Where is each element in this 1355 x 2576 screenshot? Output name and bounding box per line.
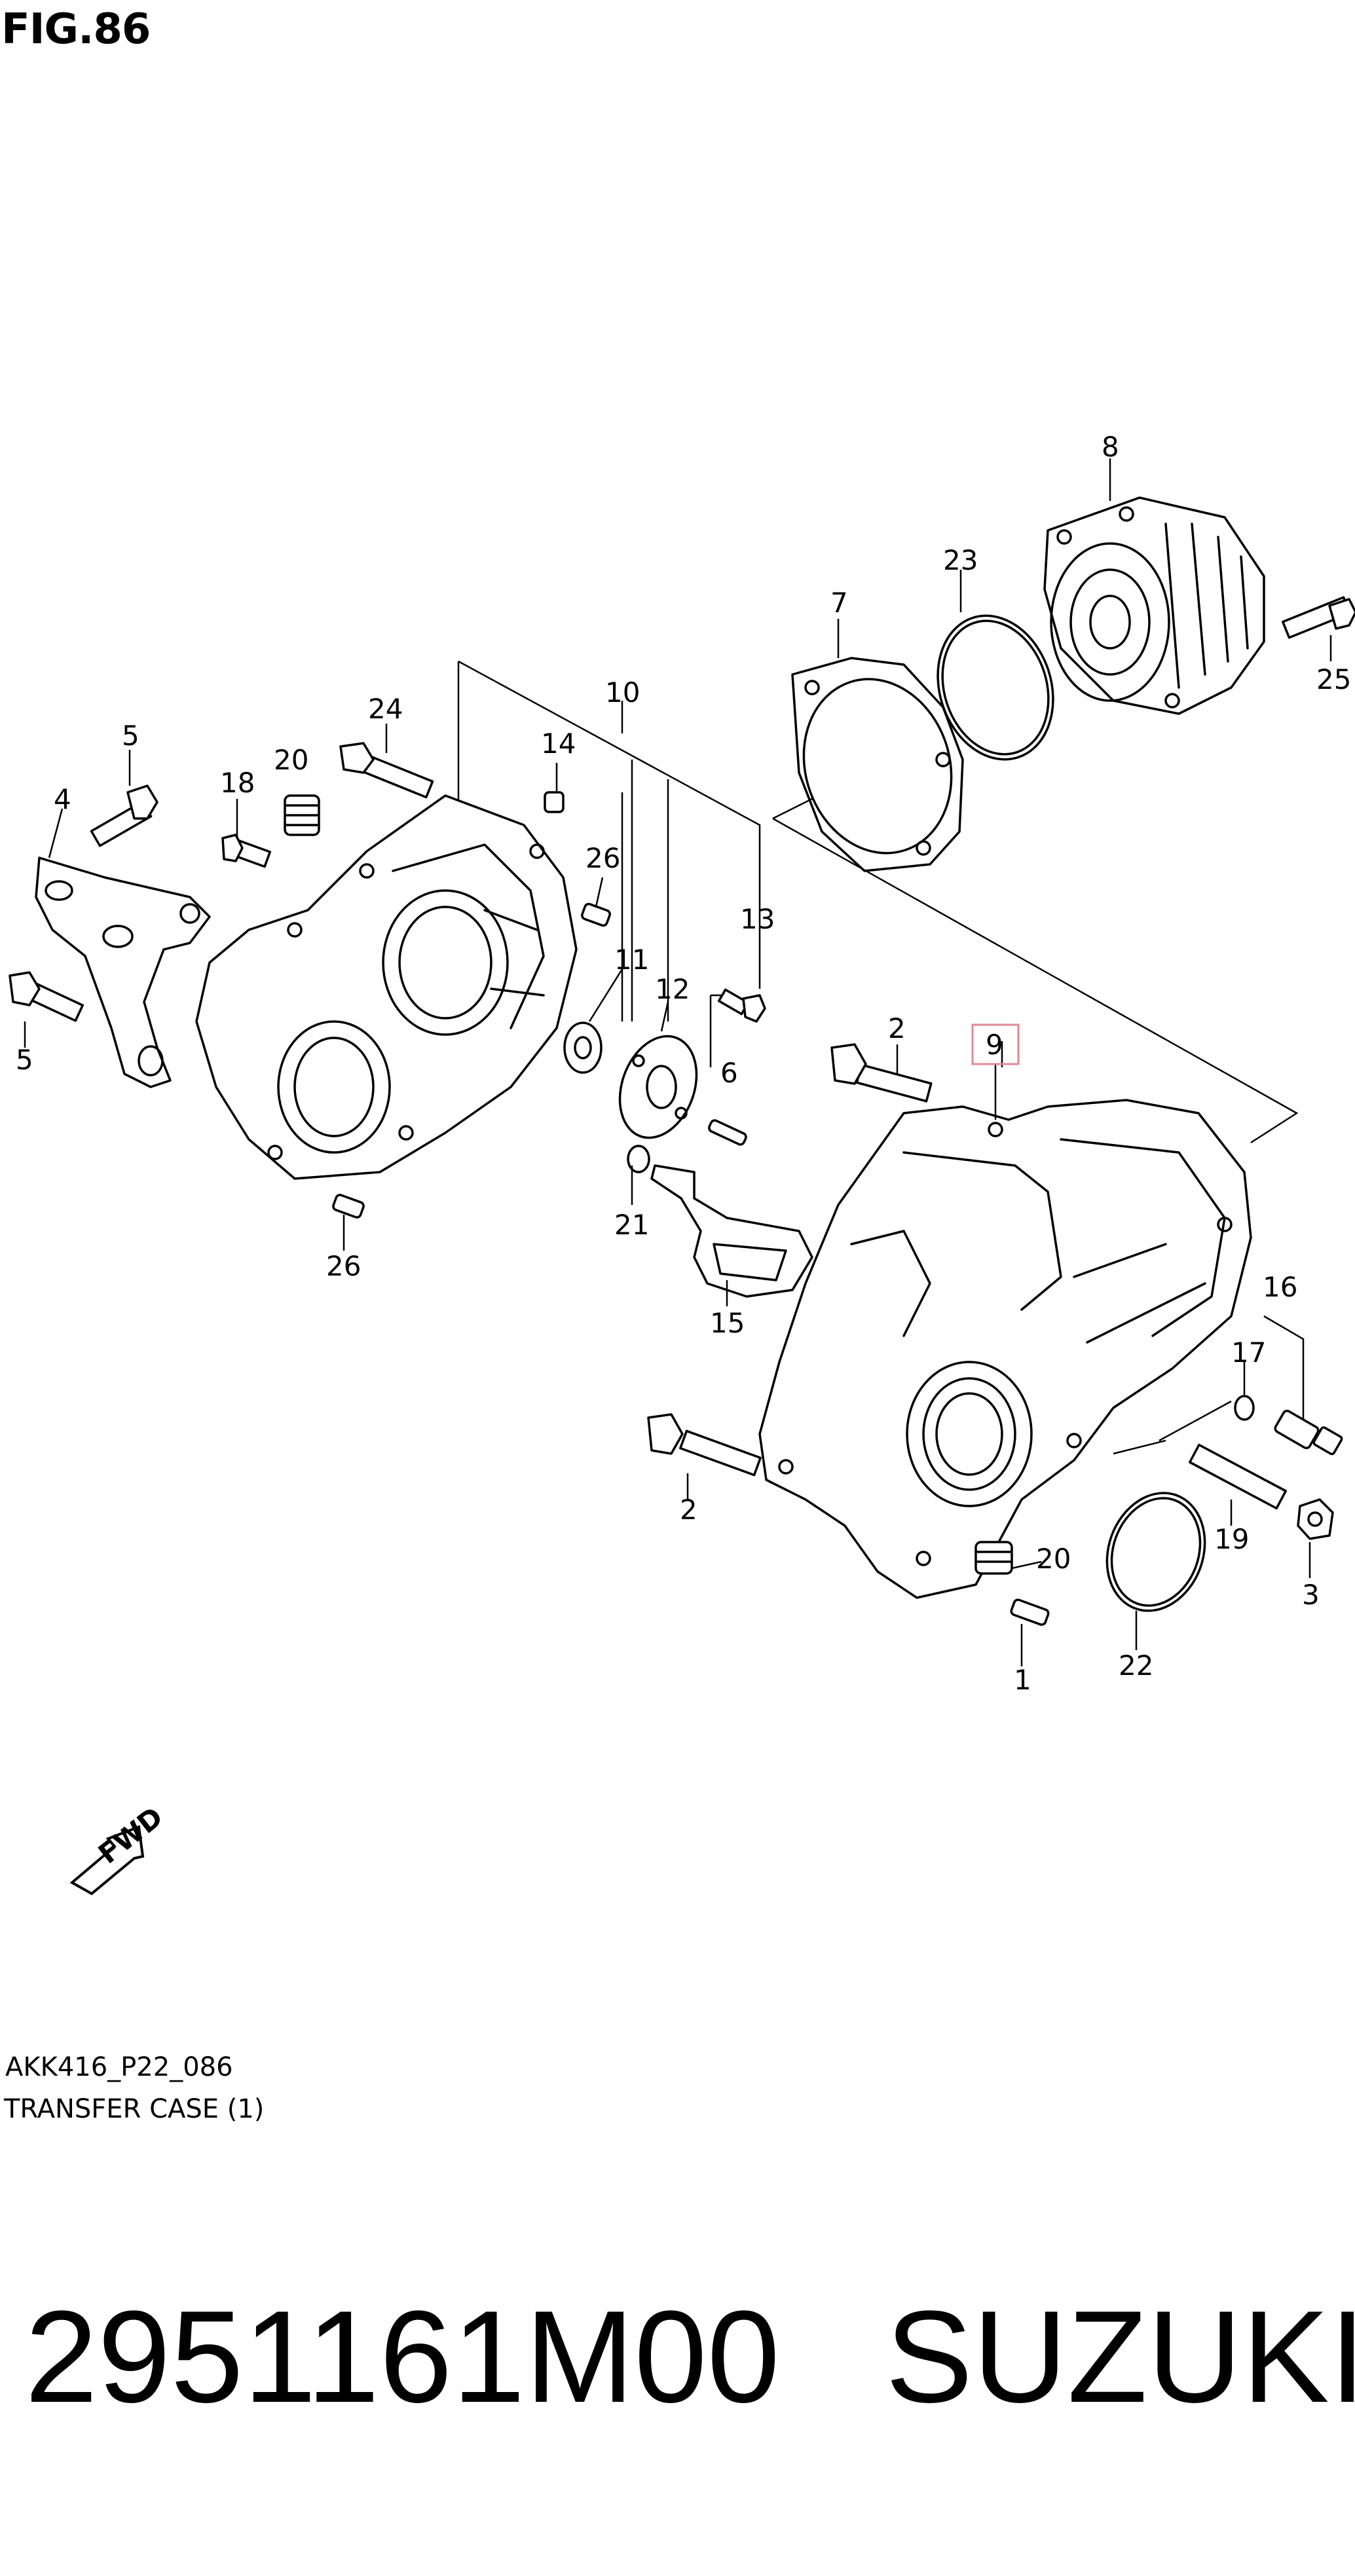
callout-13: 13 (740, 903, 775, 935)
leader-lines (24, 458, 1332, 1666)
callout-2-upper: 2 (888, 1012, 906, 1044)
part-22-o-ring-inner (1110, 1497, 1202, 1607)
part-1-pin (1010, 1598, 1050, 1626)
callout-15: 15 (710, 1307, 745, 1339)
callout-9: 9 (986, 1029, 1003, 1061)
callout-2-lower: 2 (680, 1494, 697, 1526)
callout-26-upper: 26 (585, 842, 620, 874)
part-7-gasket (791, 657, 964, 872)
part-9-transfer-case-housing (758, 1099, 1252, 1599)
callout-14: 14 (541, 727, 576, 760)
part-3-nut (1297, 1498, 1334, 1540)
callout-4: 4 (54, 783, 71, 815)
callout-7: 7 (830, 587, 848, 619)
callout-24: 24 (368, 693, 403, 725)
transfer-case-left-half (195, 794, 578, 1180)
part-17-washer (1234, 1395, 1255, 1421)
part-25-bolt (1282, 596, 1355, 639)
callout-1: 1 (1014, 1664, 1031, 1696)
assembly-lines (457, 660, 1305, 1455)
callout-21: 21 (614, 1209, 649, 1241)
part-16-sensor (1274, 1409, 1343, 1456)
part-4-bracket (35, 856, 211, 1088)
part-8-rear-cover (1043, 496, 1265, 715)
part-2-bolt-upper (830, 1043, 933, 1103)
part-14-pin (544, 791, 565, 813)
callout-labels: 5 4 5 18 20 24 14 10 26 13 11 12 6 21 15… (16, 431, 1351, 1696)
diagram-code: AKK416_P22_086 (5, 2052, 233, 2082)
callout-25: 25 (1316, 663, 1351, 695)
callout-19: 19 (1214, 1523, 1249, 1555)
part-21-o-ring (627, 1145, 650, 1173)
part-2-bolt-lower (647, 1413, 762, 1477)
callout-23: 23 (943, 544, 978, 576)
brand-name: SUZUKI (885, 2284, 1355, 2430)
part-12-oil-pump (618, 1035, 698, 1139)
callout-6: 6 (720, 1057, 738, 1089)
callout-12: 12 (655, 973, 690, 1005)
callout-22: 22 (1119, 1649, 1153, 1682)
figure-title: FIG.86 (1, 5, 151, 54)
part-13-bolt (717, 988, 766, 1023)
part-number: 2951161M00 (25, 2284, 780, 2430)
part-5-bolt-lower (9, 971, 84, 1022)
diagram-caption: TRANSFER CASE (1) (4, 2094, 265, 2124)
callout-26-lower: 26 (326, 1250, 361, 1282)
part-22-o-ring (1105, 1492, 1206, 1612)
part-26-pin-upper (581, 902, 611, 927)
part-24-bolt (339, 742, 434, 799)
callout-5-lower: 5 (16, 1044, 33, 1076)
callout-20-upper: 20 (274, 744, 308, 776)
callout-20-lower: 20 (1036, 1543, 1071, 1575)
part-19-stud (1188, 1443, 1288, 1510)
part-23-o-ring-inner (941, 619, 1050, 756)
exploded-parts-drawing: FWD (9, 431, 1355, 1896)
part-18-bolt (221, 834, 272, 868)
callout-3: 3 (1302, 1579, 1320, 1611)
callout-11: 11 (614, 944, 649, 976)
part-15-strainer (650, 1164, 813, 1298)
part-5-bolt-upper (90, 784, 158, 847)
part-11-bearing (563, 1021, 603, 1074)
part-9-highlight-box (971, 1023, 1020, 1065)
part-23-o-ring (937, 614, 1054, 761)
callout-8: 8 (1102, 431, 1119, 463)
callout-18: 18 (220, 767, 255, 799)
callout-5-upper: 5 (122, 720, 139, 752)
callout-16: 16 (1263, 1271, 1297, 1303)
fwd-arrow-icon: FWD (69, 1801, 169, 1896)
part-6-pin (708, 1119, 747, 1146)
part-20-plug-lower (974, 1541, 1013, 1575)
part-20-plug-upper (284, 794, 320, 836)
callout-10: 10 (605, 676, 640, 708)
part-26-pin-lower (332, 1194, 365, 1219)
callout-17: 17 (1231, 1336, 1266, 1369)
diagram-panel: FIG.86 (1, 5, 1355, 2124)
